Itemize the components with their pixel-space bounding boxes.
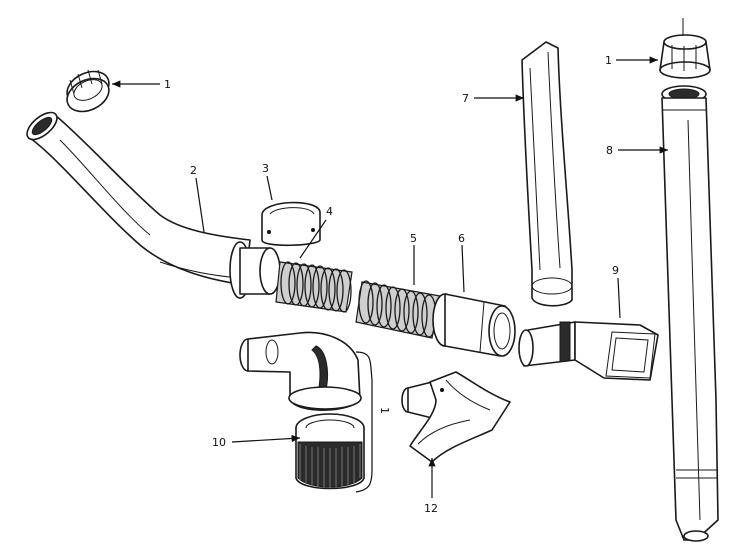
callout-5: 5 [410, 232, 417, 245]
swivel-elbow [239, 331, 362, 411]
callout-9: 9 [612, 264, 619, 277]
flexible-hose-right [355, 280, 441, 339]
callout-12: 12 [424, 502, 438, 515]
callout-4: 4 [326, 205, 333, 218]
callout-7: 7 [462, 92, 469, 105]
callout-8: 8 [606, 144, 613, 157]
callout-10: 10 [212, 436, 226, 449]
leader-10 [231, 434, 301, 443]
callout-1-bracket: 1 [378, 407, 391, 414]
crevice-tool [521, 41, 573, 307]
leader-9 [617, 277, 621, 319]
callout-1-top-left: 1 [164, 78, 171, 91]
leader-6 [461, 244, 465, 293]
hose-clip [261, 201, 321, 247]
hose-cuff [229, 241, 281, 299]
callout-3: 3 [262, 162, 269, 175]
leader-2 [195, 177, 205, 233]
connector-sleeve [432, 293, 516, 357]
coupling-ring-top-right [659, 18, 711, 79]
leader-3 [266, 175, 273, 201]
callout-2: 2 [190, 164, 197, 177]
leader-4 [299, 219, 327, 259]
upholstery-nozzle [401, 371, 511, 463]
flexible-hose-left [275, 261, 353, 313]
coupling-ring-top-left [66, 69, 110, 113]
callout-6: 6 [458, 232, 465, 245]
assembly-bracket [355, 351, 373, 493]
bent-wand [26, 111, 251, 286]
flat-nozzle [518, 321, 659, 381]
dusting-brush [295, 413, 365, 490]
callout-1-top-right: 1 [605, 54, 612, 67]
straight-wand [661, 85, 719, 542]
